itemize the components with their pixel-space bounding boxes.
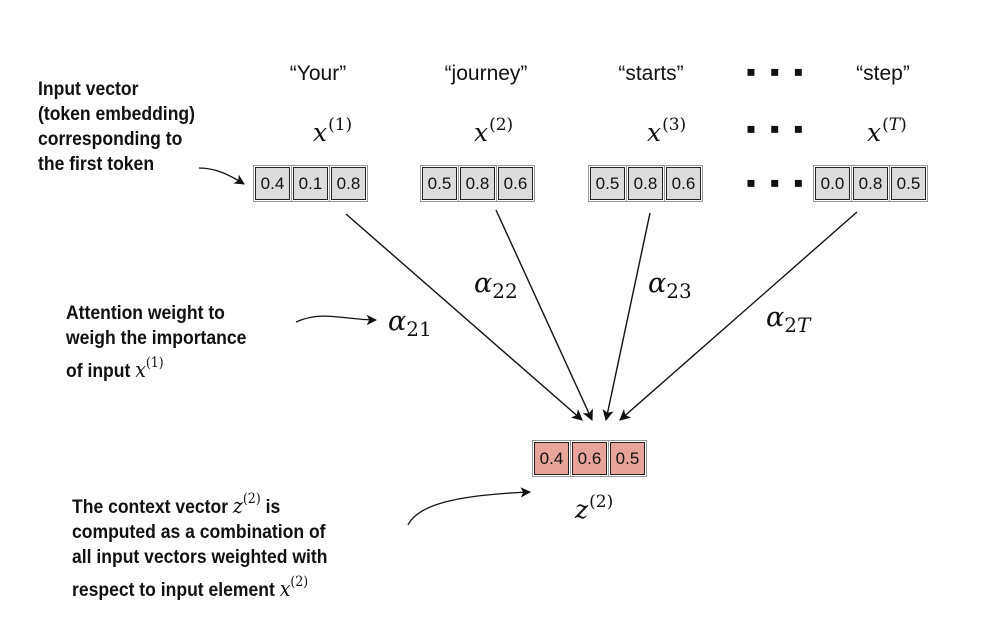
vector-cell: 0.8	[851, 165, 890, 202]
token-word-starts: “starts”	[618, 62, 684, 85]
x3-label: x(3)	[647, 115, 687, 147]
alpha-22-label: α22	[474, 268, 518, 303]
vector-cell: 0.5	[608, 440, 647, 477]
annotation-attention-weight: Attention weight to weigh the importance…	[66, 302, 247, 382]
vector-cell: 0.0	[813, 165, 852, 202]
vector-cell: 0.5	[588, 165, 627, 202]
token-word-journey: “journey”	[444, 62, 528, 85]
vector-cell: 0.4	[253, 165, 292, 202]
z2-label: z(2)	[575, 492, 614, 524]
vector-cell: 0.6	[664, 165, 703, 202]
input-vector-x3: 0.5 0.8 0.6	[588, 165, 703, 202]
annotation-context-vector: The context vector z(2) is computed as a…	[72, 491, 328, 601]
vector-cell: 0.8	[626, 165, 665, 202]
alpha-2T-label: α2T	[766, 302, 811, 337]
vector-cell: 0.8	[458, 165, 497, 202]
input-vector-x2: 0.5 0.8 0.6	[420, 165, 535, 202]
token-word-step: “step”	[856, 62, 910, 85]
xT-label: x(T)	[867, 115, 907, 147]
vector-cell: 0.6	[496, 165, 535, 202]
vector-cell: 0.5	[889, 165, 928, 202]
vector-cell: 0.4	[532, 440, 571, 477]
arrow-x3-to-z2	[602, 212, 651, 422]
alpha-21-label: α21	[388, 306, 432, 341]
input-vector-xT: 0.0 0.8 0.5	[813, 165, 928, 202]
input-vector-x1: 0.4 0.1 0.8	[253, 165, 368, 202]
ellipsis-labels: ▪ ▪ ▪	[746, 113, 807, 144]
x2-label: x(2)	[474, 115, 514, 147]
x1-label: x(1)	[313, 115, 353, 147]
context-vector-z2: 0.4 0.6 0.5	[532, 440, 647, 477]
vector-cell: 0.1	[291, 165, 330, 202]
arrow-xT-to-z2	[619, 211, 858, 421]
vector-cell: 0.6	[570, 440, 609, 477]
ellipsis-words: ▪ ▪ ▪	[746, 56, 807, 87]
arrow-x1-to-z2	[345, 213, 583, 421]
vector-cell: 0.8	[329, 165, 368, 202]
vector-cell: 0.5	[420, 165, 459, 202]
arrow-x2-to-z2	[495, 209, 593, 422]
pointer-context-vector	[407, 487, 532, 526]
ellipsis-vectors: ▪ ▪ ▪	[746, 167, 807, 198]
pointer-input-vector	[198, 167, 245, 185]
annotation-input-vector: Input vector (token embedding) correspon…	[38, 78, 195, 175]
alpha-23-label: α23	[648, 268, 692, 303]
pointer-attention-weight	[295, 314, 378, 326]
token-word-your: “Your”	[289, 62, 347, 85]
